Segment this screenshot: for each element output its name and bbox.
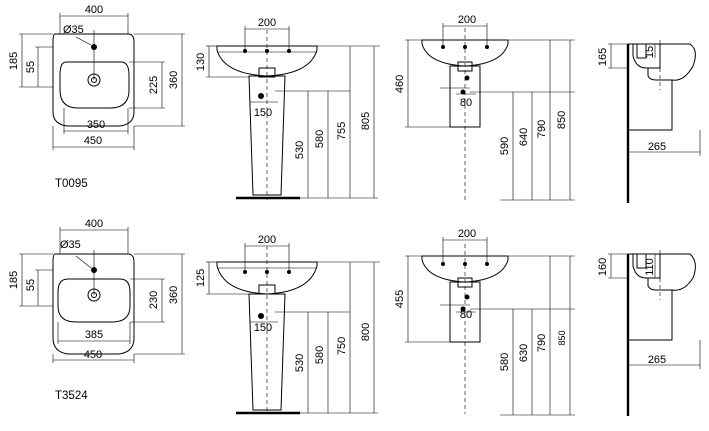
- side-top-height: 160: [597, 258, 609, 276]
- side-small-height: 15: [644, 46, 656, 58]
- semi-pedestal-height-1: 590: [499, 137, 511, 155]
- semi-pedestal-height-2: 630: [518, 344, 530, 362]
- overall-width-dim: 450: [84, 349, 102, 361]
- right-dim-inner: 230: [148, 291, 160, 309]
- pedestal-height-3: 755: [336, 122, 348, 140]
- semi-pedestal-top-width: 200: [458, 228, 476, 240]
- side-view-t3524: 160 110 265: [597, 250, 701, 416]
- semi-pedestal-height-2: 640: [518, 128, 530, 146]
- semi-pedestal-height-4: 850: [556, 111, 568, 129]
- side-small-height: 110: [644, 258, 656, 276]
- bowl-width-dim: 385: [85, 329, 103, 341]
- pedestal-waste-width: 150: [254, 322, 272, 334]
- semi-pedestal-height-4: 850: [557, 330, 567, 345]
- pedestal-height-1: 530: [294, 354, 306, 372]
- left-dim-outer: 185: [8, 271, 20, 289]
- front-width-dim: 400: [85, 218, 103, 230]
- side-depth: 265: [648, 354, 666, 366]
- left-dim-outer: 185: [8, 52, 20, 70]
- side-view-t0095: 165 15 265: [597, 40, 701, 203]
- right-dim-outer: 360: [168, 286, 180, 304]
- bowl-width-dim: 350: [87, 119, 105, 131]
- product-code: T3524: [55, 390, 88, 402]
- semi-pedestal-view-t0095: 200 460 80 590 640 790 850: [394, 14, 575, 201]
- side-depth: 265: [648, 141, 666, 153]
- front-view-t3524: 400 Ø35 185 55 230 360 385: [8, 218, 185, 363]
- pedestal-top-width: 200: [258, 234, 276, 246]
- tap-hole-dim: Ø35: [63, 24, 84, 36]
- semi-pedestal-height-1: 580: [499, 353, 511, 371]
- row-t0095: 400 Ø35 185 55 225 360 350: [8, 4, 701, 203]
- pedestal-height-2: 580: [314, 346, 326, 364]
- pedestal-height-4: 805: [360, 112, 372, 130]
- pedestal-height-4: 800: [360, 323, 372, 341]
- semi-pedestal-top-width: 200: [458, 14, 476, 26]
- semi-pedestal-waste-width: 80: [460, 309, 472, 321]
- semi-pedestal-left-height: 460: [394, 75, 406, 93]
- pedestal-view-t0095: 200 130 150 530 580 755 805: [195, 17, 380, 200]
- front-width-dim: 400: [85, 4, 103, 16]
- semi-pedestal-height-3: 790: [536, 120, 548, 138]
- semi-pedestal-view-t3524: 200 455 80 580 630 790 850: [394, 228, 575, 416]
- pedestal-height-2: 580: [314, 130, 326, 148]
- pedestal-top-width: 200: [258, 17, 276, 29]
- tap-hole-dim: Ø35: [60, 239, 81, 251]
- semi-pedestal-waste-width: 80: [460, 97, 472, 109]
- pedestal-height-3: 750: [336, 337, 348, 355]
- pedestal-view-t3524: 200 125 150 530 580 750 800: [195, 234, 380, 415]
- front-view-t0095: 400 Ø35 185 55 225 360 350: [8, 4, 185, 150]
- row-t3524: 400 Ø35 185 55 230 360 385: [8, 218, 701, 416]
- right-dim-inner: 225: [148, 76, 160, 94]
- semi-pedestal-left-height: 455: [394, 290, 406, 308]
- product-code: T0095: [55, 178, 88, 190]
- semi-pedestal-height-3: 790: [536, 334, 548, 352]
- left-dim-inner: 55: [25, 61, 37, 73]
- left-dim-inner: 55: [25, 279, 37, 291]
- pedestal-left-height: 125: [195, 269, 207, 287]
- side-top-height: 165: [597, 48, 609, 66]
- overall-width-dim: 450: [84, 135, 102, 147]
- pedestal-left-height: 130: [195, 53, 207, 71]
- pedestal-height-1: 530: [294, 141, 306, 159]
- pedestal-waste-width: 150: [254, 107, 272, 119]
- right-dim-outer: 360: [168, 71, 180, 89]
